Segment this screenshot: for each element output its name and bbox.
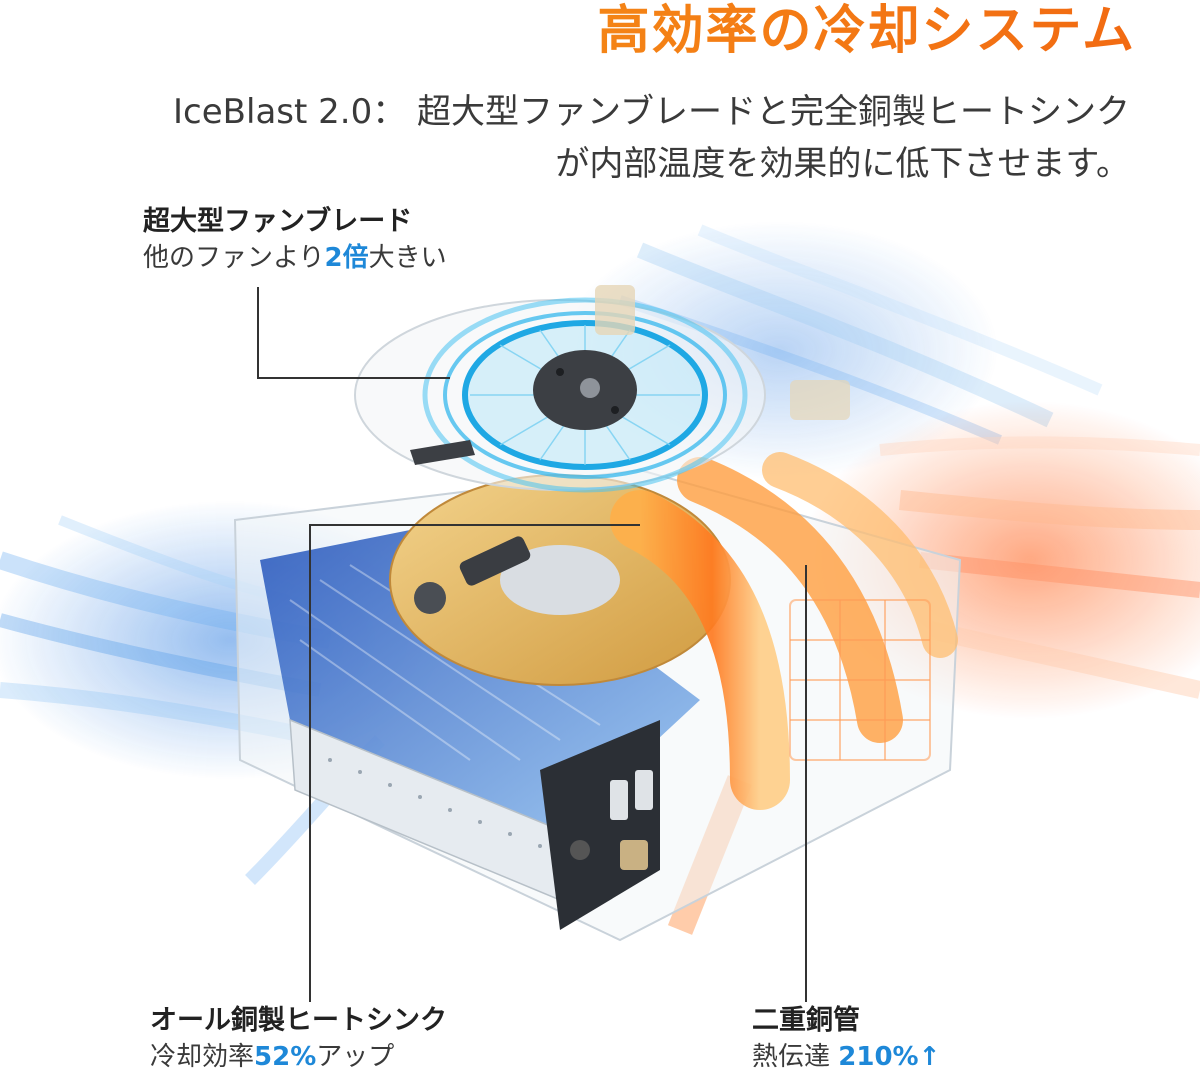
callout-pipe-text: 熱伝達 210%↑ xyxy=(752,1039,940,1075)
hot-fins xyxy=(789,599,931,761)
callout-pipe-heading: 二重銅管 xyxy=(752,1005,860,1036)
callout-fan-text: 他のファンより2倍大きい xyxy=(143,240,447,276)
callout-lines xyxy=(257,287,807,1002)
callout-pipe-text-before: 熱伝達 xyxy=(752,1042,831,1072)
fan-icon xyxy=(422,297,748,493)
callout-fan-heading: 超大型ファンブレード xyxy=(143,206,413,237)
callout-heatsink-text: 冷却効率52%アップ xyxy=(150,1039,447,1075)
callout-heatsink: オール銅製ヒートシンク 冷却効率52%アップ xyxy=(150,1003,447,1075)
callout-heatsink-text-before: 冷却効率 xyxy=(150,1042,255,1072)
callout-heatsink-highlight: 52% xyxy=(254,1042,317,1072)
callout-pipe-highlight: 210% xyxy=(838,1042,919,1072)
callout-fan-text-before: 他のファンより xyxy=(143,243,325,273)
callout-heatsink-text-after: アップ xyxy=(316,1042,395,1072)
callout-heatsink-heading: オール銅製ヒートシンク xyxy=(150,1005,447,1036)
page-title: 高効率の冷却システム xyxy=(0,0,1136,62)
io-ports xyxy=(540,720,660,930)
subtitle-line-1: IceBlast 2.0： 超大型ファンブレードと完全銅製ヒートシンク xyxy=(173,92,1130,132)
subtitle-line-2: が内部温度を効果的に低下させます。 xyxy=(555,144,1130,184)
callout-fan: 超大型ファンブレード 他のファンより2倍大きい xyxy=(143,204,447,276)
callout-fan-text-after: 大きい xyxy=(368,243,447,273)
subtitle: IceBlast 2.0： 超大型ファンブレードと完全銅製ヒートシンク が内部温… xyxy=(130,86,1130,190)
callout-pipe: 二重銅管 熱伝達 210%↑ xyxy=(752,1003,940,1075)
callout-fan-highlight: 2倍 xyxy=(324,243,369,273)
arrow-up-icon: ↑ xyxy=(918,1042,941,1072)
